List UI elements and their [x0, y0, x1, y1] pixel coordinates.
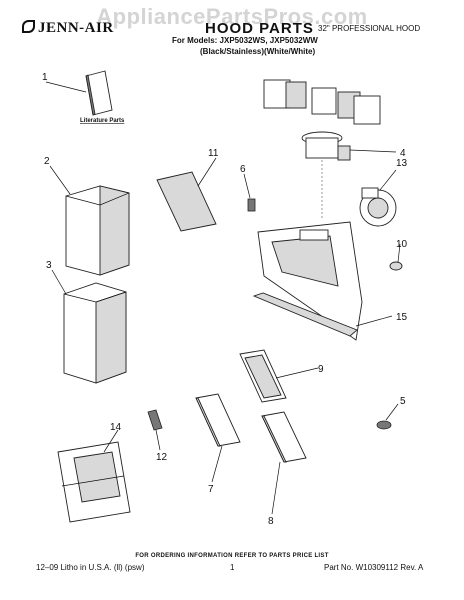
- ordering-notice: FOR ORDERING INFORMATION REFER TO PARTS …: [135, 553, 329, 559]
- callout-5: 5: [400, 396, 406, 407]
- part-filter-panel: [156, 171, 217, 232]
- part-hood-body: [257, 221, 363, 341]
- callout-2: 2: [44, 156, 50, 167]
- callout-9: 9: [318, 364, 324, 375]
- callout-4: 4: [400, 148, 406, 159]
- part-literature-booklet: [85, 70, 113, 116]
- part-blower: [359, 187, 397, 227]
- model-variants: (Black/Stainless)(White/White): [200, 47, 316, 56]
- leader-lines: [45, 81, 401, 515]
- page-subtitle: 32" PROFESSIONAL HOOD: [318, 24, 421, 33]
- callout-15: 15: [396, 312, 408, 323]
- brand-mark-icon: [22, 20, 35, 33]
- model-numbers: For Models: JXP5032WS, JXP5032WW: [172, 36, 318, 45]
- watermark: AppliancePartsPros.com: [96, 4, 368, 29]
- part-side-panel-right: [261, 411, 307, 463]
- part-knob: [376, 420, 392, 430]
- page-title: HOOD PARTS: [205, 20, 314, 37]
- callout-12: 12: [156, 452, 168, 463]
- callout-10: 10: [396, 239, 408, 250]
- part-number: Part No. W10309112 Rev. A: [324, 563, 424, 572]
- callout-13: 13: [396, 158, 408, 169]
- callout-8: 8: [268, 516, 274, 527]
- part-clip: [147, 409, 163, 431]
- page-number: 1: [230, 563, 235, 572]
- literature-parts-label: Literature Parts: [80, 118, 125, 124]
- callout-14: 14: [110, 422, 122, 433]
- brand-logo: JENN-AIR: [22, 20, 114, 37]
- part-bracket: [247, 198, 256, 212]
- litho-info: 12–09 Litho in U.S.A. (ll) (psw): [36, 563, 145, 572]
- callout-1: 1: [42, 72, 48, 83]
- part-lower-duct-cover: [63, 282, 127, 384]
- callout-3: 3: [46, 260, 52, 271]
- part-rack: [57, 441, 131, 523]
- callout-6: 6: [240, 164, 246, 175]
- part-duct-transitions: [263, 79, 381, 125]
- callout-11: 11: [208, 148, 219, 159]
- part-front-trim: [252, 292, 358, 337]
- brand-name: JENN-AIR: [38, 20, 114, 36]
- part-light-socket: [389, 261, 403, 271]
- callout-7: 7: [208, 484, 214, 495]
- part-side-panel-left: [195, 393, 241, 447]
- part-grease-filter: [239, 349, 287, 403]
- part-damper-collar: [301, 131, 351, 220]
- part-upper-duct-cover: [65, 185, 130, 276]
